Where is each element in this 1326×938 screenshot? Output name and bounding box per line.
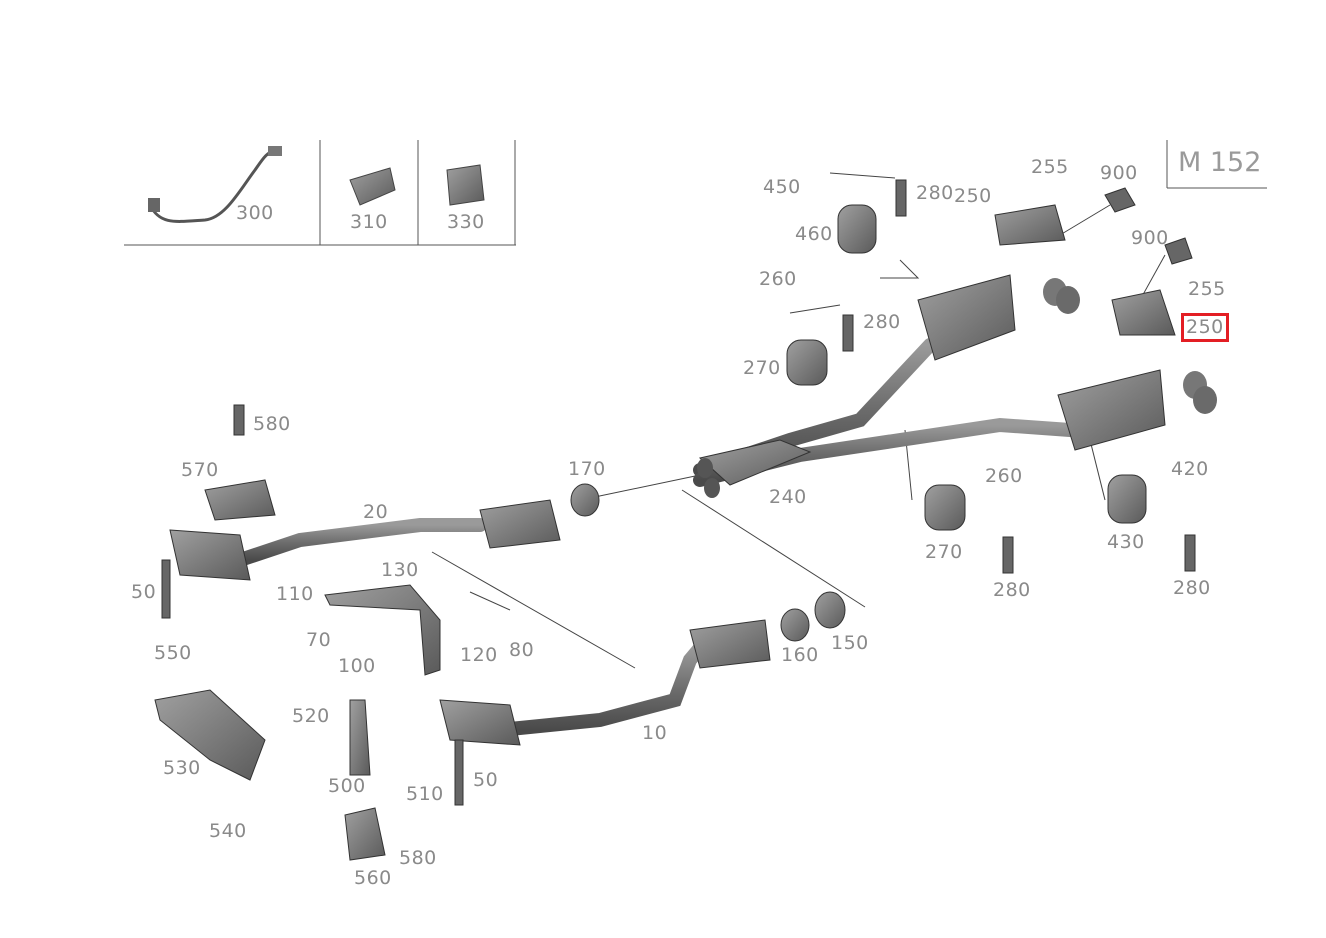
- callout-900[interactable]: 900: [1100, 162, 1138, 184]
- clamp-160[interactable]: [780, 608, 810, 642]
- callout-120[interactable]: 120: [460, 644, 498, 666]
- engine-label-frame: [1166, 140, 1267, 189]
- callout-280[interactable]: 280: [1173, 577, 1211, 599]
- bracket-570[interactable]: [204, 479, 276, 521]
- callout-540[interactable]: 540: [209, 820, 247, 842]
- callout-420[interactable]: 420: [1171, 458, 1209, 480]
- callout-50[interactable]: 50: [131, 581, 157, 603]
- oxygen-sensor-300[interactable]: [148, 146, 282, 223]
- callout-10[interactable]: 10: [642, 722, 668, 744]
- clamp-150[interactable]: [814, 591, 846, 629]
- callout-430[interactable]: 430: [1107, 531, 1145, 553]
- cap-900-b[interactable]: [1164, 237, 1193, 265]
- callout-250[interactable]: 250: [954, 185, 992, 207]
- rear-muffler-left[interactable]: [917, 274, 1080, 361]
- callout-270[interactable]: 270: [925, 541, 963, 563]
- callout-300[interactable]: 300: [236, 202, 274, 224]
- callout-255[interactable]: 255: [1031, 156, 1069, 178]
- callout-240[interactable]: 240: [769, 486, 807, 508]
- callout-330[interactable]: 330: [447, 211, 485, 233]
- rear-exhaust-240[interactable]: [693, 338, 1077, 498]
- callout-500[interactable]: 500: [328, 775, 366, 797]
- callout-570[interactable]: 570: [181, 459, 219, 481]
- callout-280[interactable]: 280: [916, 182, 954, 204]
- callout-900[interactable]: 900: [1131, 227, 1169, 249]
- callout-270[interactable]: 270: [743, 357, 781, 379]
- callout-150[interactable]: 150: [831, 632, 869, 654]
- bolt-50[interactable]: [161, 559, 464, 806]
- callout-450[interactable]: 450: [763, 176, 801, 198]
- callout-255[interactable]: 255: [1188, 278, 1226, 300]
- flap-250-upper[interactable]: [994, 204, 1066, 246]
- clamp-170[interactable]: [570, 483, 600, 517]
- callout-50[interactable]: 50: [473, 769, 499, 791]
- callout-260[interactable]: 260: [985, 465, 1023, 487]
- clip-330[interactable]: [446, 164, 485, 206]
- callout-250-highlighted[interactable]: 250: [1181, 313, 1229, 342]
- leader-lines: [431, 172, 1166, 669]
- callout-560[interactable]: 560: [354, 867, 392, 889]
- callout-280[interactable]: 280: [993, 579, 1031, 601]
- rear-muffler-right[interactable]: [1057, 369, 1217, 451]
- cap-900-a[interactable]: [1104, 187, 1136, 213]
- callout-110[interactable]: 110: [276, 583, 314, 605]
- callout-460[interactable]: 460: [795, 223, 833, 245]
- callout-310[interactable]: 310: [350, 211, 388, 233]
- callout-550[interactable]: 550: [154, 642, 192, 664]
- engine-label: M 152: [1178, 147, 1262, 178]
- callout-280[interactable]: 280: [863, 311, 901, 333]
- callout-260[interactable]: 260: [759, 268, 797, 290]
- front-pipe-20[interactable]: [169, 499, 561, 581]
- bracket-560[interactable]: [344, 807, 386, 861]
- callout-130[interactable]: 130: [381, 559, 419, 581]
- callout-170[interactable]: 170: [568, 458, 606, 480]
- callout-160[interactable]: 160: [781, 644, 819, 666]
- bracket-500[interactable]: [349, 699, 371, 776]
- front-pipe-10[interactable]: [439, 619, 771, 746]
- callout-70[interactable]: 70: [306, 629, 332, 651]
- bracket-130[interactable]: [324, 584, 441, 676]
- callout-580[interactable]: 580: [399, 847, 437, 869]
- callout-20[interactable]: 20: [363, 501, 389, 523]
- flap-250-lower[interactable]: [1111, 289, 1176, 336]
- bracket-530[interactable]: [154, 689, 266, 781]
- clip-310[interactable]: [349, 167, 396, 206]
- callout-530[interactable]: 530: [163, 757, 201, 779]
- hangers[interactable]: [786, 204, 1147, 531]
- callout-520[interactable]: 520: [292, 705, 330, 727]
- callout-80[interactable]: 80: [509, 639, 535, 661]
- callout-580[interactable]: 580: [253, 413, 291, 435]
- bolts[interactable]: [233, 179, 1196, 574]
- inset-panel: [124, 140, 516, 246]
- callout-100[interactable]: 100: [338, 655, 376, 677]
- callout-510[interactable]: 510: [406, 783, 444, 805]
